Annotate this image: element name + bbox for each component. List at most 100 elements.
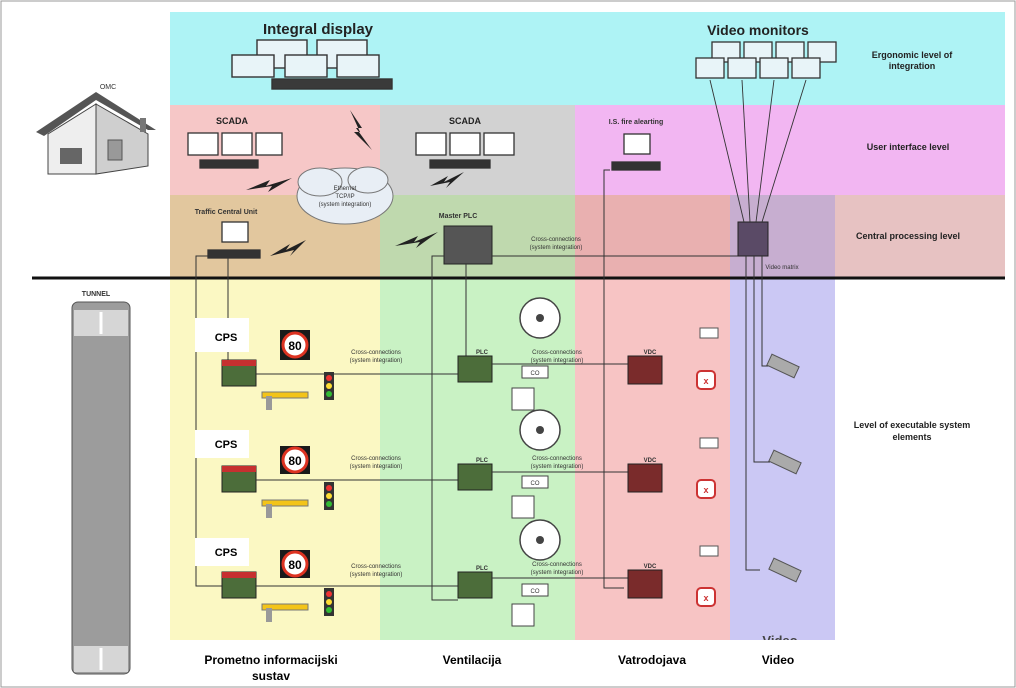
vdc-unit (627, 355, 663, 385)
barrier (261, 603, 309, 611)
scada-left-monitors (187, 132, 283, 169)
video-monitors-group (695, 41, 837, 79)
speed-circle (281, 331, 309, 359)
speed-value: 80 (288, 339, 302, 353)
column-label-traffic-2: sustav (252, 669, 290, 683)
cps-label: CPS (215, 439, 238, 451)
traffic-central-unit (207, 221, 261, 259)
cp-cross-1: Cross-connections (531, 237, 581, 243)
tunnel-label: TUNNEL (82, 291, 111, 298)
cross-1d: (system integration) (531, 358, 584, 364)
label-central-processing: Central processing level (856, 231, 960, 241)
plc-unit (457, 355, 493, 383)
band-cp-fire (575, 195, 730, 278)
light-red (326, 375, 332, 381)
tunnel-graphic (71, 301, 131, 675)
cps-box (195, 430, 249, 458)
row-1: CPS 80 Cross-connections (system integra… (195, 297, 800, 411)
cross-2a: Cross-connections (351, 456, 401, 462)
video-link-lines (745, 256, 770, 571)
master-plc-unit (443, 225, 493, 265)
cross-3d: (system integration) (531, 570, 584, 576)
barrier (261, 499, 309, 507)
fire-detector (699, 545, 719, 557)
fire-alarm-mark: x (703, 485, 708, 495)
light-green (326, 501, 332, 507)
speed-value: 80 (288, 558, 302, 572)
column-label-video: Video (762, 653, 794, 667)
cps-label: CPS (215, 332, 238, 344)
fire-alerting-title: I.S. fire alearting (609, 119, 663, 126)
label-ergonomic-1: Ergonomic level of (872, 50, 954, 60)
column-label-traffic-1: Prometno informacijski (204, 653, 337, 667)
fire-alarm (696, 370, 716, 390)
column-label-fire: Vatrodojava (618, 653, 686, 667)
cross-3a: Cross-connections (351, 564, 401, 570)
plc-label: PLC (476, 566, 489, 572)
fire-alarm-mark: x (703, 593, 708, 603)
fire-alerting-monitor (611, 133, 661, 171)
ethernet-label: Ethernet (334, 186, 357, 192)
camera (768, 557, 802, 583)
row-3: CPS 80 Cross-connections (system integra… (195, 519, 802, 627)
fire-alarm-mark: x (703, 376, 708, 386)
camera (768, 449, 802, 475)
speed-circle (281, 446, 309, 474)
integral-display-monitors (231, 39, 393, 90)
column-label-strip (170, 640, 1005, 686)
light-green (326, 607, 332, 613)
fire-link-line (603, 169, 624, 589)
cps-label: CPS (215, 547, 238, 559)
speed-circle (281, 550, 309, 578)
cross-2b: (system integration) (350, 464, 403, 470)
label-executable-1: Level of executable system (854, 420, 971, 430)
light-red (326, 591, 332, 597)
fan-hub (536, 426, 544, 434)
band-ergonomic-label (835, 12, 1005, 105)
cross-1a: Cross-connections (351, 350, 401, 356)
light-yellow (326, 599, 332, 605)
column-link-lines (195, 255, 467, 601)
camera (766, 353, 800, 379)
plc-label: PLC (476, 350, 489, 356)
barrier-post (266, 608, 272, 622)
fire-detector (699, 327, 719, 339)
anemometer (511, 603, 535, 627)
scada-center-monitors (415, 132, 515, 169)
cps-box (195, 538, 249, 566)
anemometer (511, 495, 535, 519)
traffic-central-unit-title: Traffic Central Unit (195, 209, 258, 216)
cps-controller-top (222, 572, 256, 578)
cross-2d: (system integration) (531, 464, 584, 470)
tcpip-label: TCP/IP (335, 194, 354, 200)
cp-cross-2: (system integration) (530, 245, 583, 251)
anemometer (511, 387, 535, 411)
band-cp-label (835, 195, 1005, 278)
cps-box (195, 318, 249, 352)
plc-label: PLC (476, 458, 489, 464)
vdc-label: VDC (644, 564, 657, 570)
cross-1b: (system integration) (350, 358, 403, 364)
fan-hub (536, 314, 544, 322)
ethernet-cloud: Ethernet TCP/IP (system integration) (296, 166, 394, 225)
scada-center-title: SCADA (449, 116, 482, 126)
light-yellow (326, 383, 332, 389)
co-label: CO (531, 589, 540, 595)
matrix-monitor-links (709, 79, 807, 223)
co-label: CO (531, 371, 540, 377)
omc-label: OMC (100, 84, 116, 91)
video-matrix-label: Video matrix (765, 265, 798, 271)
omc-building: OMC (36, 84, 156, 175)
video-monitors-title: Video monitors (707, 22, 809, 38)
scada-left-title: SCADA (216, 116, 249, 126)
cps-controller-top (222, 466, 256, 472)
cloud-integration-label: (system integration) (319, 202, 372, 208)
vdc-unit (627, 463, 663, 493)
vdc-unit (627, 569, 663, 599)
master-plc-title: Master PLC (439, 213, 478, 220)
co-sensor (521, 475, 549, 489)
label-ergonomic-2: integration (889, 61, 936, 71)
video-matrix-unit (737, 221, 769, 257)
light-red (326, 485, 332, 491)
cross-2c: Cross-connections (532, 456, 582, 462)
